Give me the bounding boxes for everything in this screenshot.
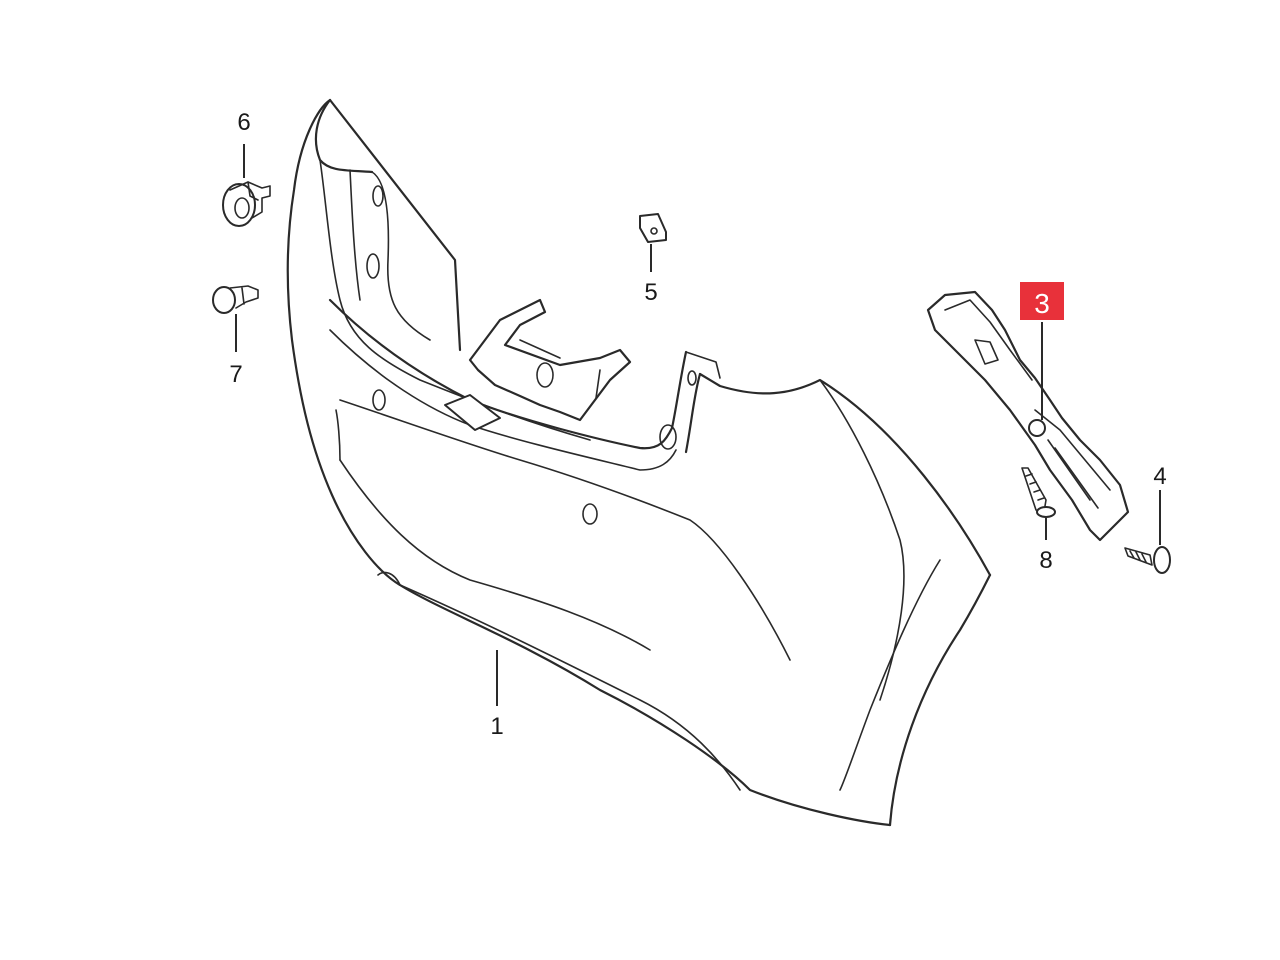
bumper-cover	[286, 98, 992, 827]
side-bracket	[926, 290, 1130, 542]
label-part-3: 3	[1034, 288, 1050, 319]
label-part-4: 4	[1153, 463, 1166, 490]
label-part-8: 8	[1039, 547, 1052, 574]
label-part-6: 6	[237, 109, 250, 136]
callout-highlight-box	[1020, 282, 1064, 320]
screw-part-4	[1124, 546, 1171, 574]
label-part-1: 1	[490, 713, 503, 740]
push-clip-part-6	[222, 181, 271, 227]
clip-nut-part-5	[639, 213, 667, 243]
highlighted-callout-part-3: 3	[1020, 282, 1064, 320]
label-part-5: 5	[644, 279, 657, 306]
screw-part-8	[1021, 467, 1056, 518]
label-part-7: 7	[229, 361, 242, 388]
push-pin-part-7	[212, 285, 259, 314]
